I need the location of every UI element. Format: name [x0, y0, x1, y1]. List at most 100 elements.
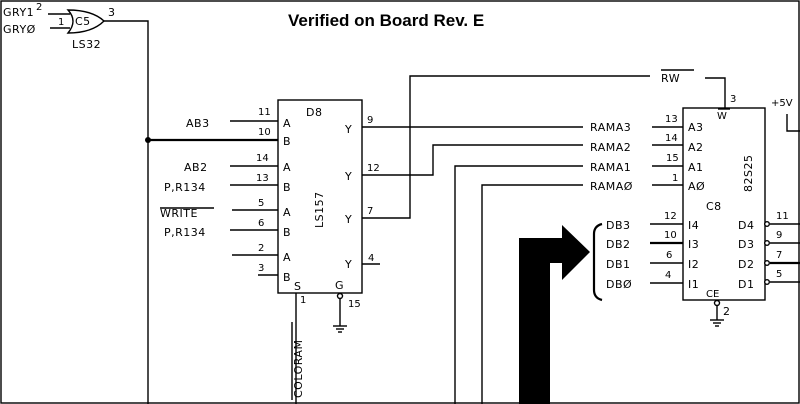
signal-db0: DBØ [606, 278, 632, 291]
signal-rama0: RAMAØ [590, 180, 633, 193]
d8-input-2: 10 B [148, 127, 291, 148]
pin-1: 1 [672, 173, 678, 184]
wire-c5-out [104, 20, 149, 404]
c8-data-in-2: DB1 6 I2 [606, 250, 699, 271]
bus-bracket [592, 222, 603, 302]
gate-c5: GRY1 2 GRYØ 1 C5 LS32 3 [3, 2, 151, 404]
port-b: B [283, 135, 291, 148]
d8-input-6: P,R134 6 B [164, 218, 291, 239]
ground-icon [710, 319, 724, 327]
signal-write: WRITE [160, 207, 198, 220]
chip-c8-ref: C8 [706, 200, 722, 213]
port-d3: D3 [738, 238, 754, 251]
wire-rw [362, 75, 650, 219]
pin-15: 15 [666, 153, 679, 164]
port-d2: D2 [738, 258, 754, 271]
port-d1: D1 [738, 278, 754, 291]
pin-5: 5 [258, 198, 264, 209]
c8-addr-2: RAMA2 14 A2 [590, 133, 703, 154]
pin-5: 5 [776, 269, 782, 280]
chip-c8: C8 82S25 RW 3 W +5V RAMA3 13 A3 RAMA2 14… [590, 69, 800, 327]
port-g: G [335, 279, 344, 292]
signal-gry0: GRYØ [3, 23, 36, 36]
pin-12: 12 [664, 211, 677, 222]
signal-rw: RW [661, 72, 680, 85]
signal-rama3: RAMA3 [590, 121, 631, 134]
pin-13: 13 [256, 173, 269, 184]
chip-d8-body [277, 99, 363, 294]
port-d4: D4 [738, 219, 754, 232]
chip-d8: D8 LS157 AB3 11 A 10 B AB2 14 A P,R134 1… [148, 99, 380, 404]
signal-pr134: P,R134 [164, 181, 206, 194]
wire-rama0 [481, 184, 583, 404]
c8-data-in-4: DB3 12 I4 [606, 211, 699, 232]
signal-ab3: AB3 [186, 117, 210, 130]
port-a: A [283, 161, 291, 174]
c8-addr-3: RAMA3 13 A3 [590, 114, 704, 134]
port-y: Y [344, 213, 352, 226]
pin-c5-1: 1 [58, 17, 64, 28]
wire-rama2 [362, 144, 583, 176]
pin-c5-3: 3 [108, 6, 116, 19]
pin-7: 7 [776, 250, 782, 261]
c8-data-in-1: DBØ 4 I1 [606, 270, 699, 291]
port-i4: I4 [688, 219, 699, 232]
d8-input-7: 2 A [232, 243, 291, 264]
pin-9: 9 [367, 115, 373, 126]
port-y: Y [344, 170, 352, 183]
power-label: +5V [771, 98, 793, 109]
d8-input-4: P,R134 13 B [164, 173, 291, 194]
c8-addr-1: RAMA1 15 A1 [590, 153, 704, 174]
c8-data-out-3: D3 9 [738, 230, 800, 251]
d8-input-3: AB2 14 A [184, 153, 291, 174]
signal-rama1: RAMA1 [590, 161, 631, 174]
port-a: A [283, 206, 291, 219]
gate-c5-part: LS32 [72, 38, 101, 51]
port-a0: AØ [688, 180, 705, 193]
port-y: Y [344, 123, 352, 136]
pin-6: 6 [666, 250, 672, 261]
pin-2: 2 [258, 243, 264, 254]
signal-rama2: RAMA2 [590, 141, 631, 154]
pin-11: 11 [776, 211, 789, 222]
ground-icon [333, 325, 347, 333]
d8-input-8: 3 B [258, 263, 291, 284]
pin-7: 7 [367, 206, 373, 217]
chip-d8-part: LS157 [313, 191, 326, 228]
pin-14: 14 [665, 133, 678, 144]
c8-addr-0: RAMAØ 1 AØ [590, 173, 705, 193]
pin-c5-2: 2 [36, 2, 42, 13]
pin-3: 3 [258, 263, 264, 274]
c8-data-out-4: D4 11 [738, 211, 800, 232]
d8-input-1: AB3 11 A [186, 107, 291, 130]
port-a3: A3 [688, 121, 704, 134]
port-a: A [283, 117, 291, 130]
pin-11: 11 [258, 107, 271, 118]
signal-ab2: AB2 [184, 161, 208, 174]
c8-data-out-2: D2 7 [738, 250, 800, 271]
pin-10: 10 [258, 127, 271, 138]
pin-14: 14 [256, 153, 269, 164]
port-b: B [283, 226, 291, 239]
pin-6: 6 [258, 218, 264, 229]
chip-c8-part: 82S25 [742, 155, 755, 192]
page-title: Verified on Board Rev. E [288, 11, 484, 30]
gate-c5-ref: C5 [75, 15, 91, 28]
port-b: B [283, 271, 291, 284]
data-bus-arrow-icon [519, 225, 590, 404]
signal-db2: DB2 [606, 238, 631, 251]
port-a1: A1 [688, 161, 704, 174]
pin-4: 4 [368, 253, 374, 264]
chip-d8-ref: D8 [306, 106, 322, 119]
port-s: S [294, 280, 301, 293]
c8-data-out-1: D1 5 [738, 269, 800, 291]
signal-pr134: P,R134 [164, 226, 206, 239]
pin-4: 4 [665, 270, 671, 281]
wire-power [786, 114, 800, 132]
port-y: Y [344, 258, 352, 271]
port-i3: I3 [688, 238, 699, 251]
signal-coloram: COLORAM [292, 340, 305, 398]
or-gate-symbol [66, 9, 106, 34]
